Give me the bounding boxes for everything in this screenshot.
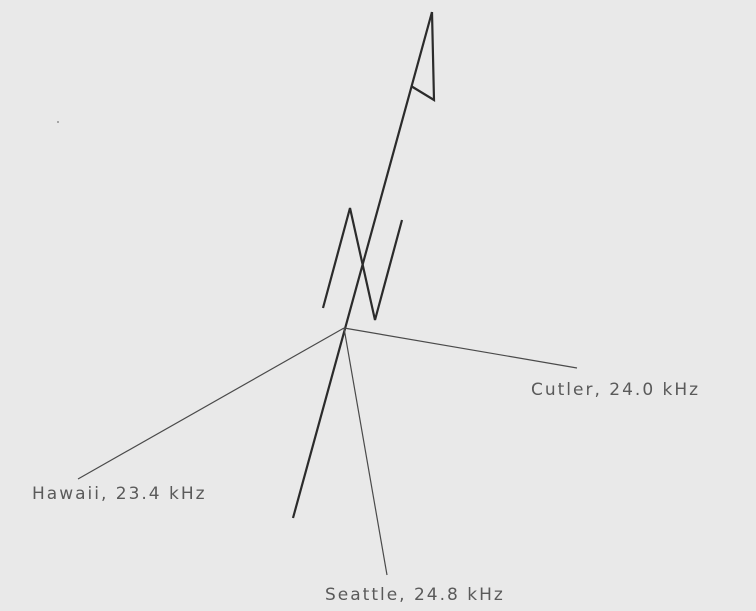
station-label-cutler: Cutler, 24.0 kHz [531, 380, 701, 400]
path-to-cutler-line [343, 327, 578, 369]
path-to-hawaii-line [77, 327, 345, 480]
station-label-hawaii: Hawaii, 23.4 kHz [32, 484, 207, 504]
zigzag-marker [321, 207, 404, 321]
path-to-seattle-line [343, 327, 388, 576]
flag-marker [410, 11, 436, 102]
station-label-seattle: Seattle, 24.8 kHz [325, 585, 505, 605]
speck-dot [57, 121, 59, 123]
